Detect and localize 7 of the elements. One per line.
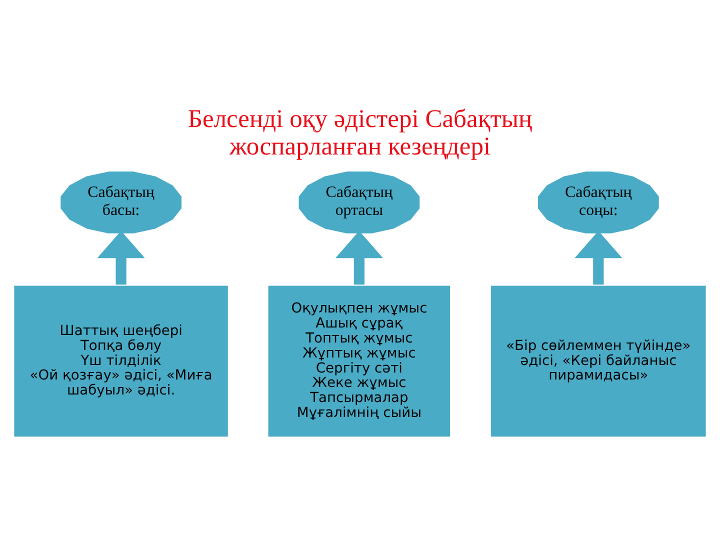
arrow	[574, 230, 622, 285]
node-box: Шаттық шеңбері Топқа бөлу Үш тілділік «Ой қозғау» әдісі, «Миға шабуыл» әдісі.	[12, 284, 230, 439]
arrow	[335, 230, 384, 285]
diagram-title: Белсенді оқу әдістері Сабақтың жоспарланған кезеңдері	[188, 104, 532, 161]
node-box: Оқулықпен жұмыс Ашық сұрақ Топтық жұмыс Жұптық жұмыс Сергіту сәті Жеке жұмыс Тапсырмалар Мұғалімнің сыйы	[266, 284, 452, 439]
node-box: «Бір сөйлеммен түйінде» әдісі, «Кері байланыс пирамидасы»	[488, 284, 708, 439]
arrow	[97, 230, 145, 285]
